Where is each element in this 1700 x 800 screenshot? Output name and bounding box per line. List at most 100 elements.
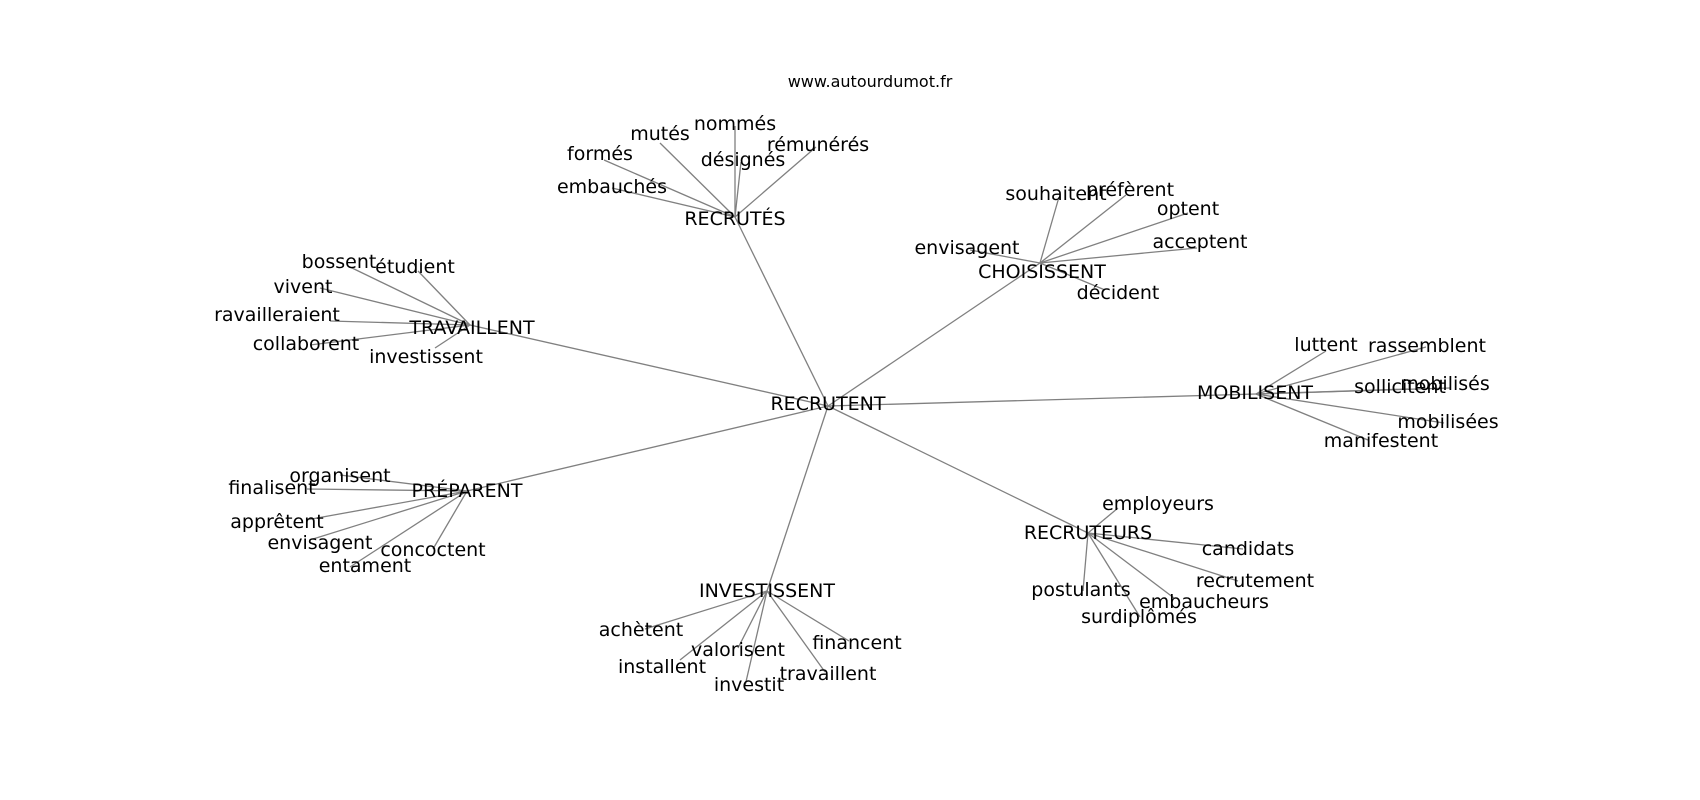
leaf-node-label: optent <box>1157 198 1219 220</box>
edge-center-to-hub <box>466 405 829 492</box>
edge-hub-to-leaf <box>417 270 471 326</box>
edge-hub-to-leaf <box>1087 532 1244 550</box>
edge-hub-to-leaf <box>1039 194 1127 264</box>
leaf-node-label: investit <box>714 674 784 696</box>
leaf-node-label: financent <box>812 632 901 654</box>
edge-hub-to-leaf <box>737 590 768 649</box>
leaf-node-label: ravailleraient <box>214 304 340 326</box>
edge-hub-to-leaf <box>1087 532 1141 618</box>
leaf-node-label: étudient <box>375 256 455 278</box>
edge-hub-to-leaf <box>1255 350 1327 395</box>
leaf-node-label: candidats <box>1202 538 1295 560</box>
graph-edges <box>305 126 1451 687</box>
leaf-node-label: décident <box>1077 282 1160 304</box>
leaf-node-label: collaborent <box>253 333 360 355</box>
hub-node-label: TRAVAILLENT <box>408 317 535 339</box>
hub-node-label: PRÉPARENT <box>412 479 523 502</box>
edge-hub-to-leaf <box>679 590 768 661</box>
edge-hub-to-leaf <box>306 488 468 492</box>
leaf-node-label: envisagent <box>914 237 1019 259</box>
leaf-node-label: vivent <box>274 276 333 298</box>
edge-hub-to-leaf <box>434 324 471 349</box>
leaf-node-label: mobilisées <box>1397 411 1498 433</box>
leaf-node-label: rémunérés <box>767 134 869 156</box>
leaf-node-label: organisent <box>289 465 390 487</box>
edge-hub-to-leaf <box>1039 247 1198 264</box>
source-label: www.autourdumot.fr <box>788 72 953 91</box>
edge-hub-to-leaf <box>969 249 1041 264</box>
leaf-node-label: rassemblent <box>1368 335 1486 357</box>
edge-center-to-hub <box>827 393 1257 407</box>
leaf-node-label: bossent <box>302 251 377 273</box>
leaf-node-label: entament <box>319 555 412 577</box>
edge-hub-to-leaf <box>339 474 468 492</box>
leaf-node-label: sollicitent <box>1354 376 1446 398</box>
edge-hub-to-leaf <box>312 490 468 540</box>
leaf-node-label: mobilisés <box>1400 373 1490 395</box>
hub-node-label: MOBILISENT <box>1197 382 1313 404</box>
hub-node-label: RECRUTÉS <box>684 207 785 230</box>
leaf-node-label: valorisent <box>691 639 785 661</box>
edge-hub-to-leaf <box>1087 532 1175 599</box>
leaf-node-label: manifestent <box>1324 430 1438 452</box>
edge-hub-to-leaf <box>1039 212 1189 264</box>
leaf-node-label: achètent <box>599 619 683 641</box>
leaf-node-label: surdiplômés <box>1081 606 1197 628</box>
center-node-label: RECRUTENT <box>770 393 885 415</box>
hub-node-label: INVESTISSENT <box>699 580 835 602</box>
edge-hub-to-leaf <box>766 590 850 642</box>
leaf-node-label: recrutement <box>1196 570 1314 592</box>
edge-hub-to-leaf <box>329 320 471 326</box>
edge-hub-to-leaf <box>734 161 742 218</box>
leaf-node-label: formés <box>567 143 633 165</box>
edge-hub-to-leaf <box>603 159 736 218</box>
edge-hub-to-leaf <box>1087 532 1239 582</box>
leaf-node-label: luttent <box>1294 334 1357 356</box>
edge-center-to-hub <box>734 216 829 407</box>
edge-center-to-hub <box>827 262 1041 407</box>
edge-hub-to-leaf <box>1087 507 1119 534</box>
leaf-node-label: concoctent <box>380 539 485 561</box>
edge-hub-to-leaf <box>659 142 736 218</box>
edge-hub-to-leaf <box>766 590 826 673</box>
leaf-node-label: préfèrent <box>1086 179 1174 201</box>
leaf-node-label: embauchés <box>557 176 667 198</box>
leaf-node-label: désignés <box>701 149 786 171</box>
leaf-node-label: nommés <box>694 113 776 135</box>
edge-hub-to-leaf <box>349 490 468 568</box>
leaf-node-label: installent <box>618 656 706 678</box>
edge-hub-to-leaf <box>305 490 468 521</box>
leaf-node-label: finalisent <box>228 477 315 499</box>
edge-hub-to-leaf <box>1255 346 1427 395</box>
edge-hub-to-leaf <box>1255 393 1369 441</box>
edge-hub-to-leaf <box>309 324 471 346</box>
graph-labels: www.autourdumot.fr RECRUTENT RECRUTÉS emba… <box>214 72 1499 696</box>
edge-hub-to-leaf <box>611 187 736 218</box>
leaf-node-label: apprêtent <box>230 511 323 533</box>
edge-hub-to-leaf <box>734 146 817 218</box>
leaf-node-label: embaucheurs <box>1139 591 1269 613</box>
leaf-node-label: acceptent <box>1153 231 1248 253</box>
edge-hub-to-leaf <box>1082 532 1089 592</box>
edge-hub-to-leaf <box>1039 196 1060 264</box>
edge-hub-to-leaf <box>1255 387 1451 395</box>
edge-hub-to-leaf <box>319 287 471 326</box>
edge-hub-to-leaf <box>744 590 768 687</box>
leaf-node-label: employeurs <box>1102 493 1214 515</box>
leaf-node-label: souhaitent <box>1005 183 1106 205</box>
edge-hub-to-leaf <box>432 490 468 550</box>
edge-center-to-hub <box>469 324 829 407</box>
edge-center-to-hub <box>766 405 829 592</box>
leaf-node-label: mutés <box>630 123 690 145</box>
edge-center-to-hub <box>827 405 1089 534</box>
hub-node-label: CHOISISSENT <box>978 261 1106 283</box>
edge-hub-to-leaf <box>644 590 768 630</box>
leaf-node-label: envisagent <box>267 532 372 554</box>
leaf-node-label: postulants <box>1031 579 1130 601</box>
leaf-node-label: investissent <box>369 346 483 368</box>
leaf-node-label: travaillent <box>780 663 877 685</box>
hub-node-label: RECRUTEURS <box>1024 522 1152 544</box>
edge-hub-to-leaf <box>349 266 471 326</box>
edge-hub-to-leaf <box>1255 393 1445 424</box>
